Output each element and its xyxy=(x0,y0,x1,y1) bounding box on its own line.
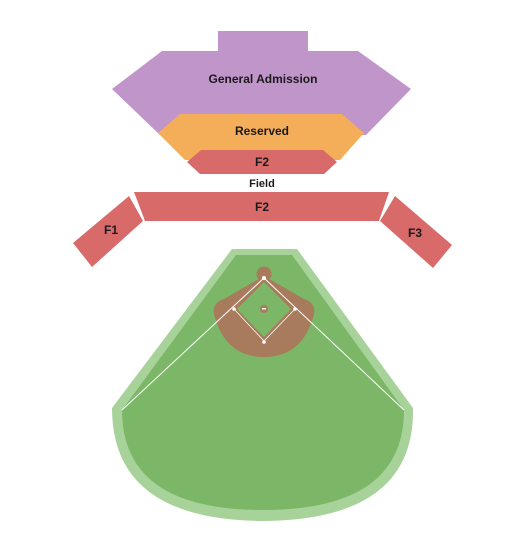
baseball-field xyxy=(112,249,414,521)
field-label: Field xyxy=(249,178,275,190)
reserved-shape[interactable] xyxy=(158,114,364,160)
first-base xyxy=(293,307,297,311)
home-plate-circle xyxy=(256,266,272,282)
section-f2-upper[interactable]: F2 xyxy=(187,150,337,174)
foul-line-right xyxy=(263,277,405,411)
section-f1[interactable]: F1 xyxy=(73,196,143,267)
f1-shape[interactable] xyxy=(73,196,143,267)
f2-lower-shape[interactable] xyxy=(134,192,389,221)
general-admission-shape[interactable] xyxy=(112,31,411,135)
f2-upper-shape[interactable] xyxy=(187,150,337,174)
f3-shape[interactable] xyxy=(380,196,452,268)
pitching-rubber xyxy=(262,308,266,310)
section-f3[interactable]: F3 xyxy=(380,196,452,268)
outfield-grass xyxy=(122,255,404,510)
foul-line-left xyxy=(121,277,265,411)
third-base xyxy=(232,307,236,311)
second-base xyxy=(262,340,266,344)
section-f2-lower[interactable]: F2 xyxy=(134,192,389,221)
home-plate xyxy=(262,276,266,280)
